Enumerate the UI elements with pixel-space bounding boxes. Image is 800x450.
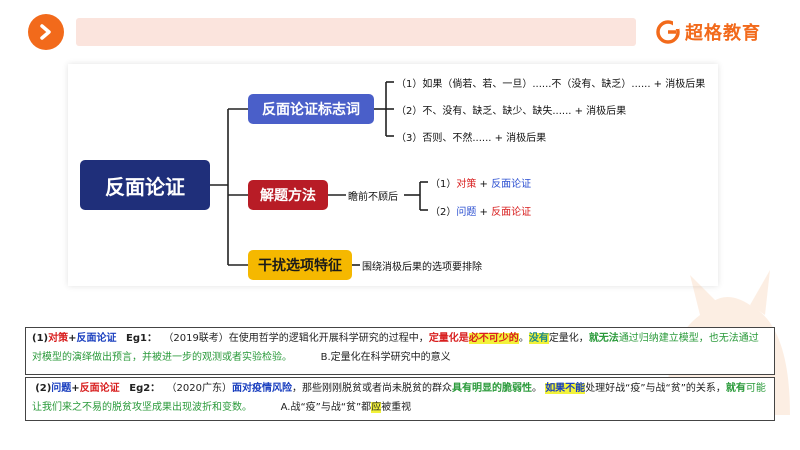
chaoge-logo-icon [656,20,680,44]
mind-map-connectors [210,81,428,266]
branch-distractor: 干扰选项特征 [248,250,352,280]
leaf-signal-2: （2）不、没有、缺乏、缺少、缺失...... + 消极后果 [396,106,627,117]
example-2: (2)问题+反面论证 Eg2： （2020广东）面对疫情风险，那些刚刚脱贫或者尚… [25,377,775,421]
leaf-signal-3: （3）否则、不然...... + 消极后果 [396,133,547,144]
next-button[interactable] [28,14,64,50]
example-1: (1)对策+反面论证 Eg1： （2019联考）在使用哲学的逻辑化开展科学研究的… [25,327,775,375]
branch-signal-words: 反面论证标志词 [248,94,374,124]
title-band [76,18,636,46]
top-bar: 超格教育 [0,0,800,62]
branch-method: 解题方法 [248,180,328,210]
leaf-method-2: （2）问题 + 反面论证 [430,207,532,218]
leaf-signal-1: （1）如果（倘若、若、一旦）......不（没有、缺乏）...... + 消极后… [396,79,706,90]
mind-map: 反面论证 反面论证标志词 解题方法 干扰选项特征 （1）如果（倘若、若、一旦）.… [68,64,718,286]
example-1-answer: B.定量化在科学研究中的意义 [320,352,451,363]
method-sub: 瞻前不顾后 [348,192,398,203]
root-node: 反面论证 [80,160,210,210]
logo-text: 超格教育 [685,23,761,44]
brand-logo: 超格教育 [655,19,761,45]
example-2-answer: A.战“疫”与战“贫”都应被重视 [280,402,412,413]
distractor-sub: 围绕消极后果的选项要排除 [362,262,482,273]
leaf-method-1: （1）对策 + 反面论证 [430,179,532,190]
chevron-right-icon [40,24,51,40]
